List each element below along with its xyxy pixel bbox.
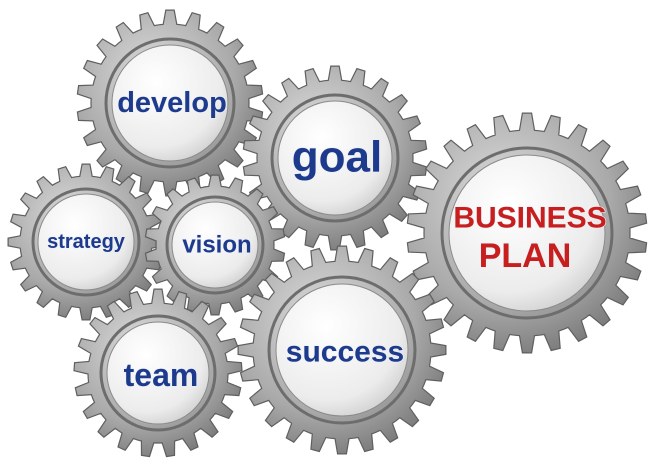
gear-label-develop: develop: [117, 87, 227, 119]
gear-label-strategy: strategy: [47, 231, 126, 253]
gear-goal: goal: [242, 65, 428, 251]
gear-business-plan: BUSINESS PLAN: [406, 112, 648, 354]
gear-label-vision: vision: [182, 232, 251, 259]
gear-vision: vision: [144, 174, 286, 316]
gear-label-plan: PLAN: [479, 237, 572, 275]
gear-label-success: success: [286, 336, 404, 369]
gear-label-goal: goal: [292, 133, 382, 182]
gear-develop: develop: [76, 9, 264, 197]
gear-team: team: [73, 288, 243, 458]
gear-label-team: team: [124, 357, 199, 393]
gear-strategy: strategy: [7, 163, 165, 321]
gear-label-business: BUSINESS: [453, 202, 606, 235]
gear-success: success: [237, 245, 447, 455]
